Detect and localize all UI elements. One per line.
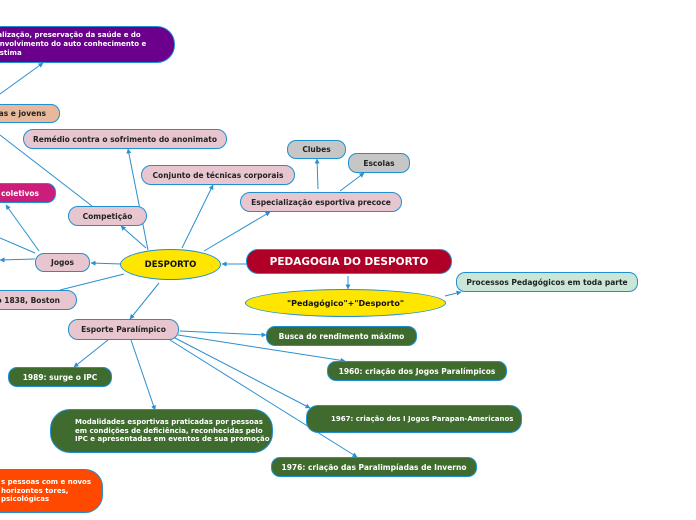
edge-criancas-purple [0,62,44,95]
edge-competicao-left [0,134,93,207]
edge-jogos-coletivos [5,204,40,252]
edge-desporto-paralimpico [129,282,160,320]
edge-jogos-left2 [0,237,36,254]
node-esporte-paralimpico[interactable]: Esporte Paralímpico [68,319,179,340]
node-purple-label: ialização, preservação da saúde e do env… [0,31,147,57]
node-jogos-coletivos[interactable]: s coletivos [0,183,56,203]
node-ipc-label: 1989: surge o IPC [22,372,98,382]
node-pedagogia-label: PEDAGOGIA DO DESPORTO [269,255,429,268]
edge-paralimpico-ipc [73,339,109,368]
edge-paralimpico-inverno [169,339,358,458]
edge-jogos-left [0,257,36,263]
node-boston[interactable]: o 1838, Boston [0,290,77,310]
edge-pedagogico-processos [444,290,462,297]
edge-especializacao-escolas [339,172,365,192]
node-competicao-label: Competição [82,211,133,221]
edge-paralimpico-busca [179,330,267,338]
node-desporto[interactable]: DESPORTO [120,249,221,280]
node-pedagogia-desporto[interactable]: PEDAGOGIA DO DESPORTO [246,249,452,274]
node-inverno-label: 1976: criação das Paralimpíadas de Inver… [281,462,467,472]
edge-desporto-conjunto [181,184,214,249]
node-remedio[interactable]: Remédio contra o sofrimento do anonimato [23,129,227,149]
node-modalidades[interactable]: Modalidades esportivas praticadas por pe… [50,409,273,453]
node-pedagogico-desporto[interactable]: "Pedagógico"+"Desporto" [245,289,446,317]
node-parapan[interactable]: 1967: criação dos I Jogos Parapan-Americ… [306,405,522,433]
edge-desporto-jogos [90,260,122,266]
node-coletivos-label: s coletivos [0,188,39,198]
edge-desporto-remedio [126,148,149,251]
edge-paralimpico-modalidades [130,339,156,411]
node-conjunto-label: Conjunto de técnicas corporais [152,170,284,180]
node-parapan-label: 1967: criação dos I Jogos Parapan-Americ… [331,414,514,423]
node-clubes-label: Clubes [302,145,331,154]
node-jogos-1960[interactable]: 1960: criação dos Jogos Paralímpicos [327,361,507,381]
node-escolas[interactable]: Escolas [348,153,410,173]
edge-desporto-competicao [120,225,147,249]
node-clubes[interactable]: Clubes [287,140,346,159]
node-processos-label: Processos Pedagógicos em toda parte [466,277,628,287]
node-inverno[interactable]: 1976: criação das Paralimpíadas de Inver… [271,457,477,477]
edge-desporto-boston [59,273,125,291]
node-busca-rendimento[interactable]: Busca do rendimento máximo [266,326,417,346]
node-criancas-jovens[interactable]: as e jovens [0,104,60,123]
edge-paralimpico-1960 [177,334,346,363]
edge-especializacao-clubes [314,158,320,190]
node-modalidades-label: Modalidades esportivas praticadas por pe… [75,417,270,444]
node-1960-label: 1960: criação dos Jogos Paralímpicos [338,366,496,376]
node-paralimpico-label: Esporte Paralímpico [81,325,166,334]
node-jogos[interactable]: Jogos [35,253,90,272]
node-purple-saude[interactable]: ialização, preservação da saúde e do env… [0,26,175,63]
node-especializacao-label: Especialização esportiva precoce [251,197,391,207]
edge-desporto-especializacao [203,211,271,252]
node-processos-pedagogicos[interactable]: Processos Pedagógicos em toda parte [456,272,638,292]
node-jogos-label: Jogos [51,258,74,267]
node-pedagogico-label: "Pedagógico"+"Desporto" [286,298,405,308]
node-orange-label: s pessoas com e novos horizontes tores, … [1,477,92,504]
node-remedio-label: Remédio contra o sofrimento do anonimato [32,134,218,144]
node-especializacao[interactable]: Especialização esportiva precoce [240,192,402,212]
node-desporto-label: DESPORTO [144,259,197,270]
node-competicao[interactable]: Competição [68,206,147,226]
node-escolas-label: Escolas [363,158,395,168]
node-orange-pessoas[interactable]: s pessoas com e novos horizontes tores, … [0,469,103,513]
node-surge-ipc[interactable]: 1989: surge o IPC [8,367,112,387]
edge-paralimpico-parapan [174,337,311,409]
node-conjunto-tecnicas[interactable]: Conjunto de técnicas corporais [141,165,295,185]
node-criancas-label: as e jovens [0,109,46,118]
node-busca-label: Busca do rendimento máximo [278,331,405,341]
node-boston-label: o 1838, Boston [0,295,60,305]
